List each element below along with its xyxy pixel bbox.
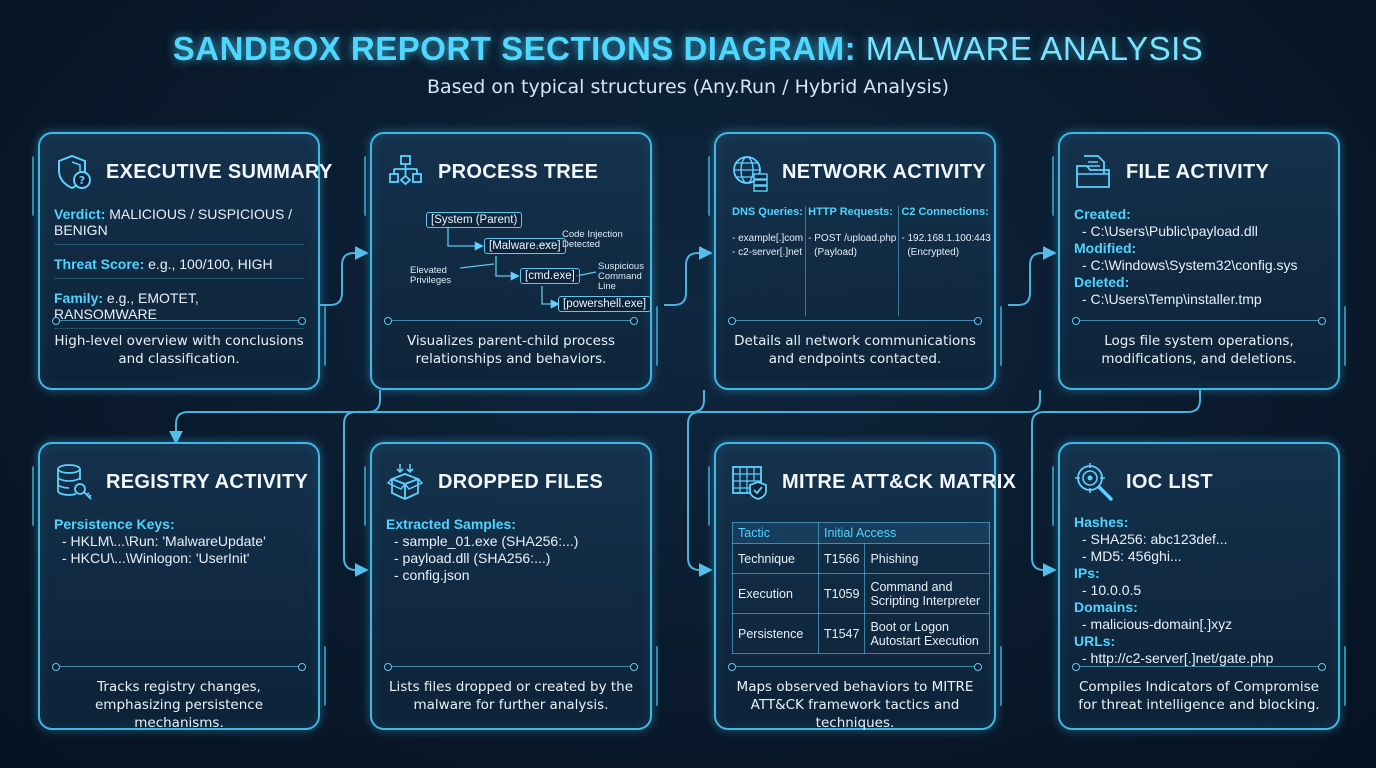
modified-label: Modified: <box>1074 240 1137 256</box>
title-main: SANDBOX REPORT SECTIONS DIAGRAM: <box>172 30 857 67</box>
deleted-path: - C:\Users\Temp\installer.tmp <box>1082 291 1262 307</box>
ioc-item: - 10.0.0.5 <box>1082 582 1142 598</box>
process-tree-graph: [System (Parent) [Malware.exe] [cmd.exe]… <box>386 206 652 316</box>
shield-question-icon: ? <box>58 154 91 190</box>
card-divider <box>384 317 638 325</box>
card-description: High-level overview with conclusions and… <box>54 333 304 367</box>
card-description: Details all network communications and e… <box>734 333 976 367</box>
wire-file-to-ioc <box>1031 390 1201 577</box>
database-key-icon <box>57 464 92 500</box>
card-mitre-attack: MITRE ATT&CK MATRIX Tactic Initial Acces… <box>708 442 1016 731</box>
card-divider <box>728 317 982 325</box>
svg-text:?: ? <box>79 174 85 187</box>
card-description: Maps observed behaviors to MITRE ATT&CK … <box>736 679 974 731</box>
note-elevated-privileges: Elevated Privileges <box>410 265 452 286</box>
page-title: SANDBOX REPORT SECTIONS DIAGRAM: MALWARE… <box>0 30 1376 68</box>
card-description: Compiles Indicators of Compromise for th… <box>1078 679 1320 713</box>
http-requests-col: HTTP Requests: - POST /upload.php (Paylo… <box>806 206 900 316</box>
deleted-label: Deleted: <box>1074 274 1130 290</box>
globe-server-icon <box>733 156 768 192</box>
process-tree-icon <box>389 155 422 186</box>
mitre-table: Tactic Initial Access Technique T1566 Ph… <box>732 522 990 654</box>
card-network-activity: NETWORK ACTIVITY DNS Queries: - example[… <box>708 132 1002 390</box>
card-divider <box>52 317 306 325</box>
card-ioc-list: IOC LIST Hashes: - SHA256: abc123def... … <box>1052 442 1346 730</box>
title-accent: MALWARE ANALYSIS <box>865 30 1204 67</box>
ioc-item: - http://c2-server[.]net/gate.php <box>1082 650 1274 666</box>
wire-exec-to-registry <box>169 390 381 445</box>
grid-shield-icon <box>732 466 767 500</box>
note-suspicious-cmdline: Suspicious Command Line <box>598 261 644 292</box>
dropped-file-item: - payload.dll (SHA256:...) <box>394 550 551 566</box>
card-dropped-files: DROPPED FILES Extracted Samples: - sampl… <box>364 442 658 730</box>
mitre-header-row: Tactic Initial Access <box>732 522 990 544</box>
card-title: MITRE ATT&CK MATRIX <box>782 470 1017 493</box>
folder-document-icon <box>1076 155 1110 188</box>
wire-process-to-network <box>664 246 713 306</box>
urls-label: URLs: <box>1074 633 1116 649</box>
wire-network-to-file <box>1008 246 1057 306</box>
ips-label: IPs: <box>1074 565 1100 581</box>
card-description: Lists files dropped or created by the ma… <box>388 679 633 713</box>
persistence-keys-label: Persistence Keys: <box>54 516 175 532</box>
mitre-row: Technique T1566 Phishing <box>732 543 990 574</box>
card-title: EXECUTIVE SUMMARY <box>106 160 333 183</box>
card-divider <box>384 663 638 671</box>
created-path: - C:\Users\Public\payload.dll <box>1082 223 1258 239</box>
wire-network-to-mitre <box>687 390 1041 577</box>
dropped-file-item: - config.json <box>394 567 470 583</box>
card-title: NETWORK ACTIVITY <box>782 160 987 183</box>
process-node-powershell: [powershell.exe] <box>558 296 652 312</box>
wire-exec-to-process <box>320 246 369 306</box>
target-magnifier-icon <box>1075 463 1113 501</box>
card-registry-activity: REGISTRY ACTIVITY Persistence Keys: - HK… <box>32 442 326 731</box>
card-executive-summary: ? EXECUTIVE SUMMARY Verdict: MALICIOUS /… <box>32 132 332 390</box>
network-table: DNS Queries: - example[.]com - c2-server… <box>730 206 991 316</box>
domains-label: Domains: <box>1074 599 1138 615</box>
dns-queries-col: DNS Queries: - example[.]com - c2-server… <box>730 206 807 316</box>
ioc-item: - MD5: 456ghi... <box>1082 548 1182 564</box>
card-divider <box>728 663 982 671</box>
card-divider <box>1072 317 1326 325</box>
card-process-tree: PROCESS TREE [System (Parent) [Malware.e… <box>364 132 658 390</box>
process-node-malware: [Malware.exe] <box>484 238 566 254</box>
card-title: REGISTRY ACTIVITY <box>106 470 309 493</box>
card-divider <box>52 663 306 671</box>
card-description: Visualizes parent-child process relation… <box>406 333 616 367</box>
extracted-samples-label: Extracted Samples: <box>386 516 516 532</box>
registry-key-item: - HKLM\...\Run: 'MalwareUpdate' <box>62 533 266 549</box>
note-code-injection: Code Injection Detected <box>562 229 623 250</box>
wire-process-to-dropped <box>343 390 705 577</box>
hashes-label: Hashes: <box>1074 514 1129 530</box>
modified-path: - C:\Windows\System32\config.sys <box>1082 257 1298 273</box>
card-description: Tracks registry changes, emphasizing per… <box>94 679 264 731</box>
threat-score-row: Threat Score: e.g., 100/100, HIGH <box>54 256 304 279</box>
card-title: IOC LIST <box>1126 470 1213 493</box>
family-row: Family: e.g., EMOTET, RANSOMWARE <box>54 290 304 329</box>
ioc-item: - SHA256: abc123def... <box>1082 531 1228 547</box>
page-subtitle: Based on typical structures (Any.Run / H… <box>426 76 950 98</box>
card-title: DROPPED FILES <box>438 470 604 493</box>
mitre-row: Persistence T1547 Boot or Logon Autostar… <box>732 613 990 654</box>
card-title: PROCESS TREE <box>438 160 599 183</box>
card-title: FILE ACTIVITY <box>1126 160 1270 183</box>
registry-key-item: - HKCU\...\Winlogon: 'UserInit' <box>62 550 250 566</box>
mitre-row: Execution T1059 Command and Scripting In… <box>732 573 990 614</box>
created-label: Created: <box>1074 206 1131 222</box>
ioc-item: - malicious-domain[.]xyz <box>1082 616 1233 632</box>
process-node-system: [System (Parent) <box>426 212 523 228</box>
verdict-row: Verdict: MALICIOUS / SUSPICIOUS / BENIGN <box>54 206 304 245</box>
open-box-icon <box>386 464 424 500</box>
card-description: Logs file system operations, modificatio… <box>1101 333 1297 367</box>
card-divider <box>1072 663 1326 671</box>
c2-connections-col: C2 Connections: - 192.168.1.100:443 (Enc… <box>901 206 991 258</box>
card-file-activity: FILE ACTIVITY Created: - C:\Users\Public… <box>1052 132 1346 390</box>
process-node-cmd: [cmd.exe] <box>520 268 580 284</box>
dropped-file-item: - sample_01.exe (SHA256:...) <box>394 533 579 549</box>
